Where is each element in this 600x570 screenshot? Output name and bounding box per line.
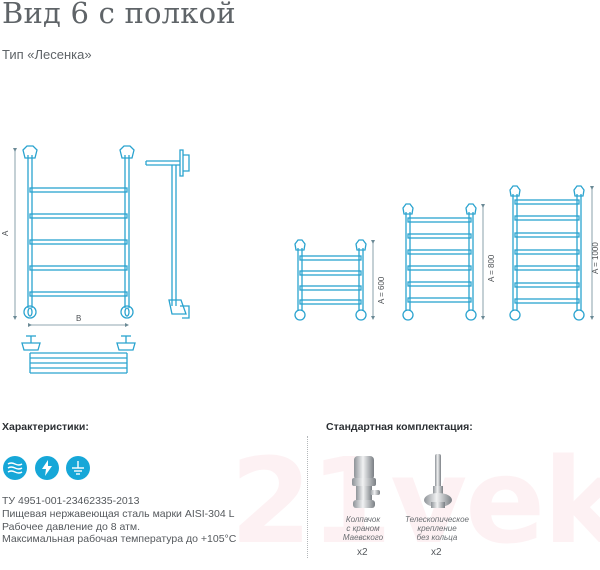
label-b: B — [76, 314, 81, 323]
label-a-600: A = 600 — [377, 276, 386, 304]
kit-item-caption: Телескопическое крепление без кольца — [405, 515, 469, 542]
spec-list: ТУ 4951-001-23462335-2013 Пищевая нержав… — [2, 495, 236, 546]
top-view-shelf — [21, 335, 136, 374]
rung — [29, 265, 128, 271]
technical-drawing: A B A = 600 A = 800 A = 1000 — [1, 145, 600, 374]
rung — [29, 187, 128, 193]
spec-line: Максимальная рабочая температура до +105… — [2, 533, 237, 546]
spec-line: ТУ 4951-001-23462335-2013 — [2, 495, 140, 507]
variant-1000 — [509, 185, 585, 321]
lightning-icon — [35, 456, 59, 480]
kit-heading: Стандартная комплектация: — [326, 421, 473, 433]
ground-icon — [66, 456, 90, 480]
kit-item-qty: x2 — [431, 547, 442, 558]
telescopic-mount-image — [424, 454, 452, 508]
kit-item-caption: Колпачок с краном Маевского — [342, 515, 384, 542]
label-a-800: A = 800 — [487, 254, 496, 282]
rung — [29, 213, 128, 219]
page-subtitle: Тип «Лесенка» — [2, 47, 92, 62]
page-title: Вид 6 с полкой — [2, 0, 236, 30]
characteristics-heading: Характеристики: — [2, 421, 89, 433]
variant-800 — [402, 203, 477, 321]
kit-item-qty: x2 — [357, 547, 368, 558]
water-waves-icon — [3, 456, 27, 480]
rung — [29, 239, 128, 245]
variant-600 — [294, 239, 367, 321]
mayevsky-cap-image — [352, 456, 380, 508]
divider — [307, 436, 308, 558]
watermark: 21vek.by — [230, 432, 600, 570]
label-a: A — [1, 230, 10, 236]
spec-line: Пищевая нержавеющая сталь марки AISI-304… — [2, 507, 235, 520]
spec-line: Рабочее давление до 8 атм. — [2, 520, 141, 533]
rung — [29, 291, 128, 297]
side-view — [145, 149, 190, 319]
front-view — [22, 145, 135, 319]
label-a-1000: A = 1000 — [591, 242, 600, 274]
